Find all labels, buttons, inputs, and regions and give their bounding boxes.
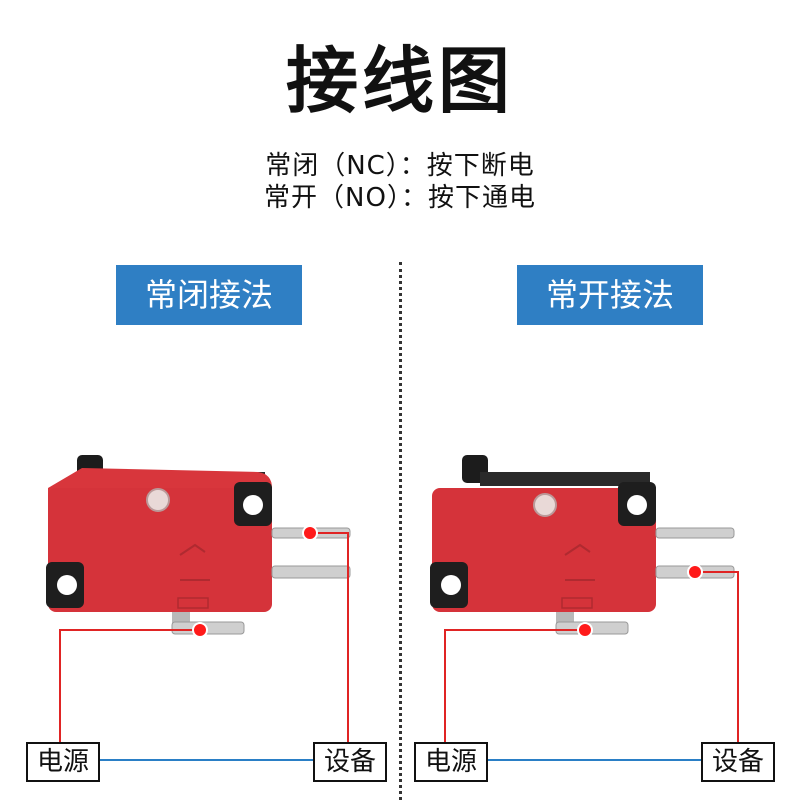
panel-divider [399,262,402,800]
page-title: 接线图 [285,39,514,123]
left-device-label: 设备 [313,742,387,782]
right-device-label: 设备 [701,742,775,782]
nc-description: 常闭（NC）：按下断电 [265,151,535,181]
left-wires [59,525,349,761]
right-micro-switch [430,455,735,635]
left-micro-switch [46,455,351,635]
no-method-badge: 常开接法 [517,265,703,325]
nc-method-badge: 常闭接法 [116,265,302,325]
left-power-label: 电源 [26,742,100,782]
right-power-label: 电源 [414,742,488,782]
right-wires [444,564,739,761]
no-description: 常开（NO）：按下通电 [264,183,536,213]
